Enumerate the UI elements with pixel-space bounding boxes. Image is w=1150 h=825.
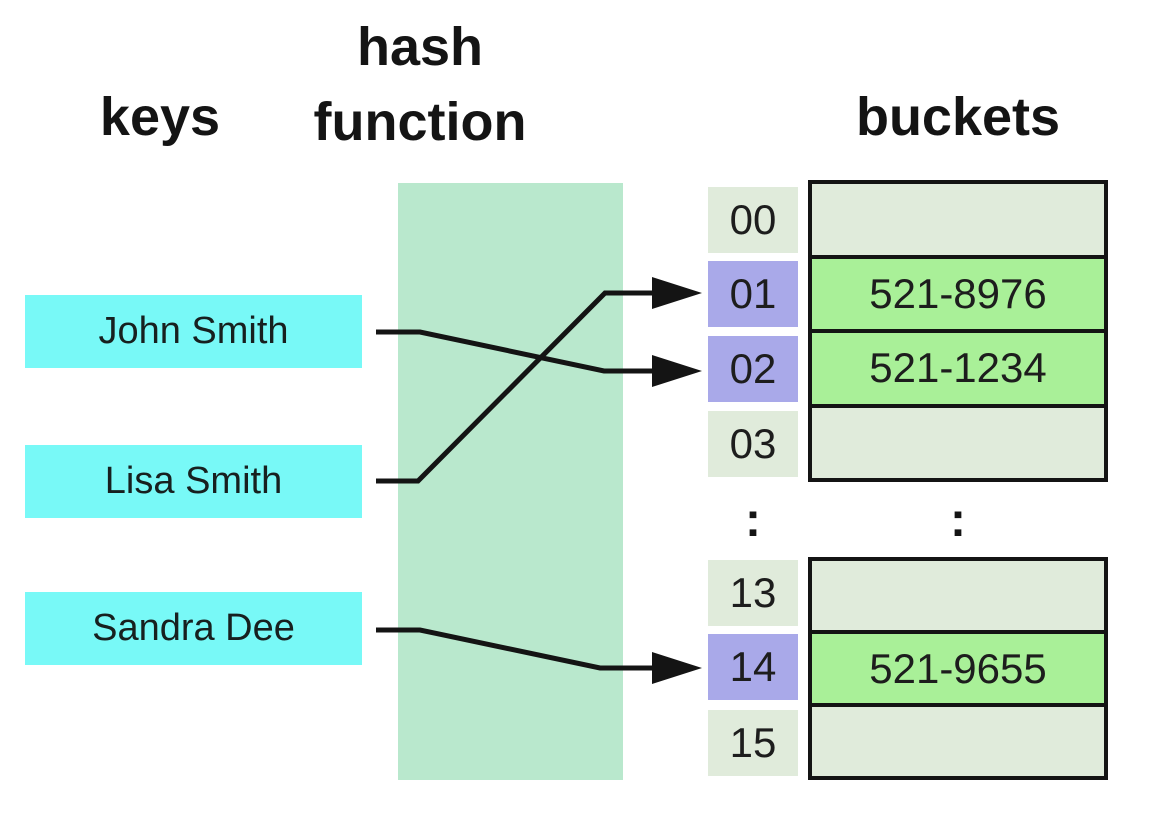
bucket-row-00 — [812, 184, 1104, 255]
buckets-header: buckets — [855, 87, 1061, 147]
index-cell-00: 00 — [708, 187, 798, 253]
key-box-sandra-dee: Sandra Dee — [25, 592, 362, 665]
hash-function-header: hash function — [314, 10, 527, 160]
bucket-row-14: 521-9655 — [812, 630, 1104, 703]
hash-function-box — [398, 183, 623, 780]
index-cell-03: 03 — [708, 411, 798, 477]
index-cell-01: 01 — [708, 261, 798, 327]
keys-header: keys — [99, 87, 221, 147]
arrowhead-to-14 — [652, 652, 702, 684]
bucket-row-03 — [812, 403, 1104, 478]
hash-function-header-line1: hash — [356, 17, 484, 77]
buckets-table-top: 521-8976 521-1234 — [808, 180, 1108, 482]
key-box-lisa-smith: Lisa Smith — [25, 445, 362, 518]
key-box-john-smith: John Smith — [25, 295, 362, 368]
index-ellipsis: : — [745, 494, 761, 547]
bucket-row-15 — [812, 703, 1104, 776]
hash-function-header-line2: function — [313, 92, 527, 152]
index-cell-02: 02 — [708, 336, 798, 402]
index-cell-13: 13 — [708, 560, 798, 626]
buckets-table-bottom: 521-9655 — [808, 557, 1108, 780]
bucket-row-02: 521-1234 — [812, 329, 1104, 404]
bucket-row-01: 521-8976 — [812, 254, 1104, 329]
arrowhead-to-01 — [652, 277, 702, 309]
bucket-row-13 — [812, 561, 1104, 630]
buckets-ellipsis: : — [950, 494, 966, 547]
index-cell-15: 15 — [708, 710, 798, 776]
index-cell-14: 14 — [708, 634, 798, 700]
arrowhead-to-02 — [652, 355, 702, 387]
